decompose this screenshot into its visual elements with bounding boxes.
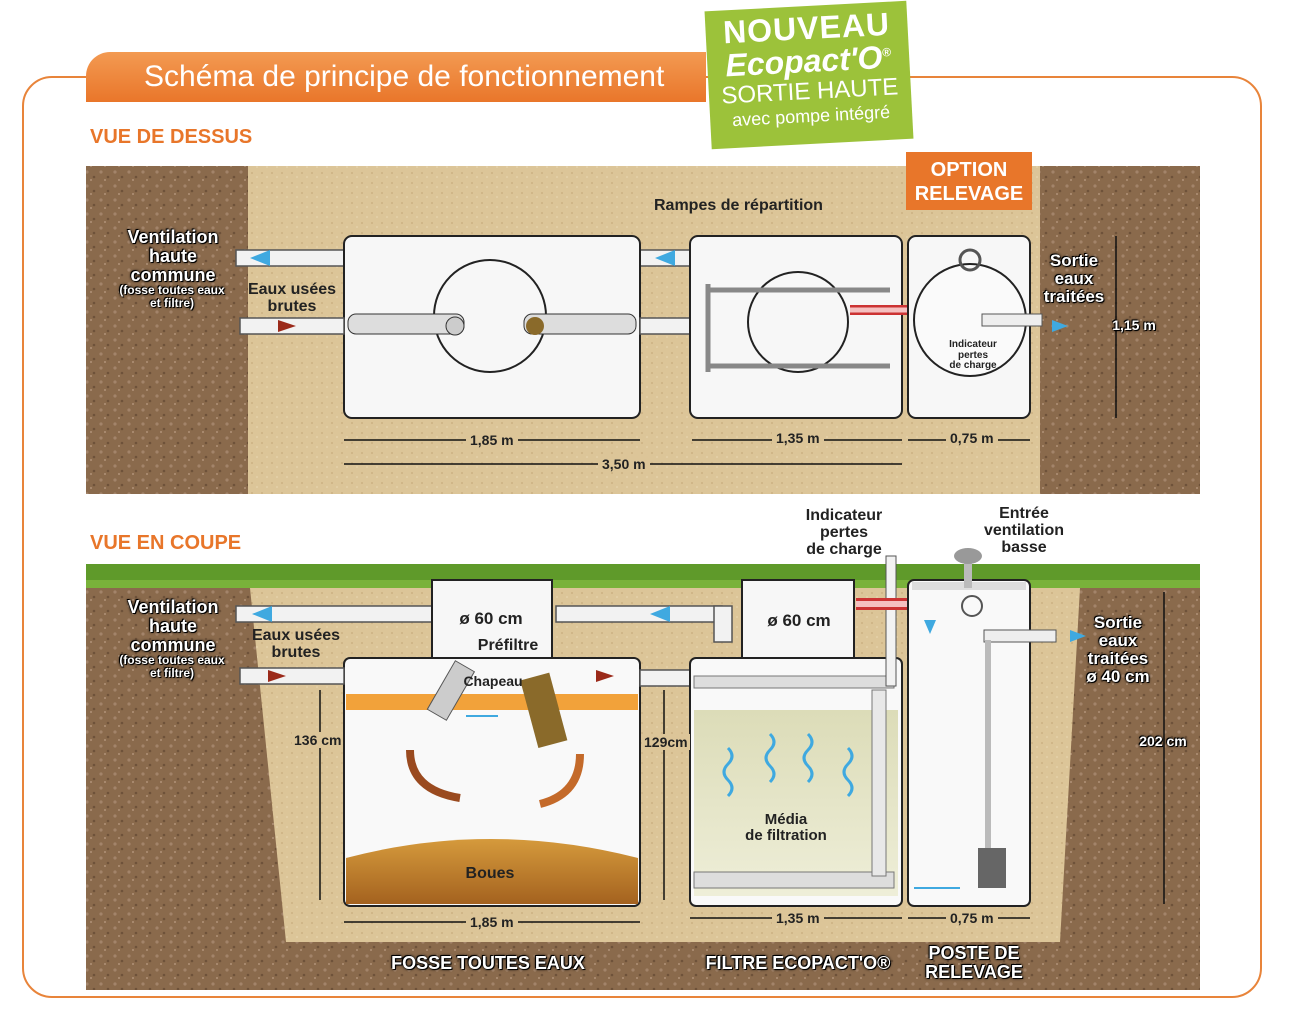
section-fosse-tank xyxy=(343,579,641,907)
label-media: Média de filtration xyxy=(745,811,827,844)
dim-h-poste: 202 cm xyxy=(1139,733,1187,749)
dim-section-fosse: 1,85 m xyxy=(466,914,518,930)
label-top-ventilation: Ventilation haute commune xyxy=(127,227,219,285)
label-section-indicateur: Indicateur pertes de charge xyxy=(805,507,883,558)
section-view-title: VUE EN COUPE xyxy=(90,532,242,554)
dim-h-fosse: 136 cm xyxy=(292,732,344,748)
top-pump-station xyxy=(907,235,1068,419)
dim-top-filtre: 1,35 m xyxy=(772,430,824,446)
dim-top-poste: 0,75 m xyxy=(946,430,998,446)
label-top-indicateur: Indicateur pertes de charge xyxy=(949,339,997,371)
dim-h-filtre: 129cm xyxy=(642,734,690,750)
top-view-title: VUE DE DESSUS xyxy=(90,126,253,148)
dim-top-total: 3,50 m xyxy=(598,456,650,472)
label-section-ventilation: Ventilation haute commune xyxy=(127,597,219,655)
label-boues: Boues xyxy=(465,865,515,882)
label-top-eaux: Eaux usées brutes xyxy=(247,281,337,315)
label-top-sortie: Sortie eaux traitées xyxy=(1043,251,1105,306)
label-prefiltre: Préfiltre xyxy=(477,637,539,654)
section-ventilation-pipe xyxy=(235,605,733,643)
label-section-eaux: Eaux usées brutes xyxy=(251,627,341,661)
section-filter-tank xyxy=(689,555,908,907)
dim-section-poste: 0,75 m xyxy=(946,910,998,926)
label-diam-filtre: ø 60 cm xyxy=(767,611,831,630)
top-fosse-tank xyxy=(343,235,641,419)
top-filter-tank xyxy=(689,235,930,419)
dim-top-width: 1,15 m xyxy=(1112,317,1156,333)
dim-section-filtre: 1,35 m xyxy=(772,910,824,926)
label-name-poste: POSTE DE RELEVAGE xyxy=(925,943,1023,982)
label-section-entree: Entrée ventilation basse xyxy=(983,505,1064,556)
option-relevage-box: OPTION RELEVAGE xyxy=(906,152,1032,210)
label-diam-fosse: ø 60 cm xyxy=(459,609,523,628)
label-rampes: Rampes de répartition xyxy=(654,197,823,214)
label-top-ventilation-note: (fosse toutes eaux et filtre) xyxy=(119,283,225,310)
section-inlet-pipe xyxy=(239,667,693,687)
page-title: Schéma de principe de fonctionnement xyxy=(86,52,706,102)
dim-top-fosse: 1,85 m xyxy=(466,432,518,448)
label-section-sortie: Sortie eaux traitées ø 40 cm xyxy=(1086,613,1150,686)
label-chapeau: Chapeau xyxy=(463,673,523,689)
label-name-fosse: FOSSE TOUTES EAUX xyxy=(391,953,585,973)
section-pump-station xyxy=(907,548,1086,907)
label-section-ventilation-note: (fosse toutes eaux et filtre) xyxy=(119,653,225,680)
label-name-filtre: FILTRE ECOPACT'O® xyxy=(705,953,891,973)
top-inlet-pipe xyxy=(239,317,693,335)
